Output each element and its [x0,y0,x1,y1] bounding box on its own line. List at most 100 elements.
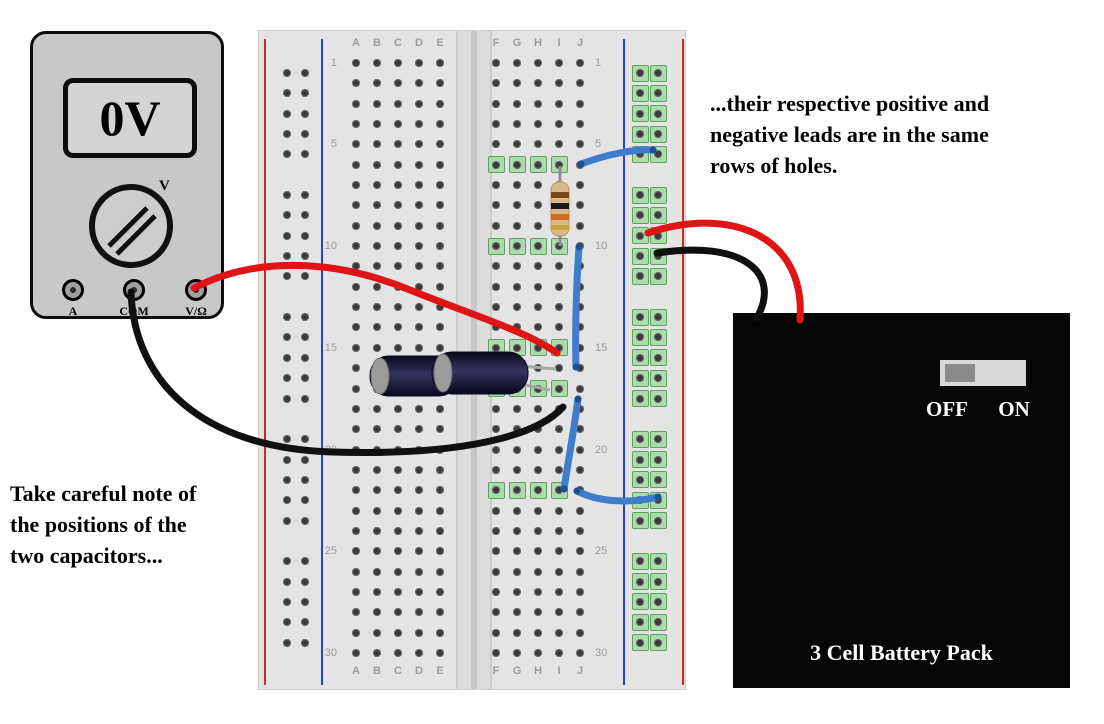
row-number-left: 25 [324,545,337,558]
breadboard-hole [352,404,360,413]
breadboard-hole [534,59,542,67]
breadboard-hole [534,99,542,108]
row-number-right: 25 [595,545,608,558]
breadboard-hole [555,364,563,373]
breadboard-hole [436,120,444,129]
right-rail-hole [636,618,644,627]
breadboard-hole [394,608,402,617]
breadboard-hole [394,242,402,251]
power-switch-slider[interactable] [945,364,975,382]
multimeter-dial-knob[interactable] [87,182,175,270]
battery-pack-label: 3 Cell Battery Pack [810,640,993,665]
breadboard-hole [534,323,542,332]
breadboard-hole [492,323,500,332]
breadboard-hole [513,567,521,576]
breadboard-hole [555,140,563,149]
breadboard-hole [436,140,444,149]
left-rail-hole [283,333,291,342]
terminal-com-jack[interactable] [123,279,145,301]
breadboard-hole [513,628,521,637]
breadboard-hole [492,649,500,657]
left-rail-hole [283,475,291,484]
breadboard-hole [534,425,542,434]
breadboard-hole [576,221,584,230]
breadboard-hole [513,445,521,454]
breadboard-hole [513,99,521,108]
row-number-left: 20 [324,443,337,456]
breadboard-hole [373,506,381,515]
breadboard-hole [534,201,542,210]
breadboard-hole [576,547,584,556]
right-rail-hole [654,130,662,139]
breadboard-hole [576,79,584,88]
column-label-top: B [373,37,381,49]
dial-voltage-label: V [159,178,170,194]
breadboard-hole [534,465,542,474]
breadboard-hole [352,262,360,271]
breadboard-hole [352,282,360,291]
breadboard-hole [576,608,584,617]
breadboard-hole [492,303,500,312]
breadboard-hole [373,384,381,393]
right-rail-hole [636,191,644,200]
breadboard-hole [352,242,360,251]
breadboard-hole [373,587,381,596]
breadboard-hole [352,120,360,129]
breadboard-hole [492,404,500,413]
left-rail-hole [301,557,309,566]
breadboard-hole [373,364,381,373]
breadboard-hole [373,608,381,617]
left-rail-hole [283,231,291,240]
breadboard-hole [492,506,500,515]
breadboard-hole [555,181,563,190]
battery-pack: OFF ON 3 Cell Battery Pack [733,313,1070,688]
right-rail-hole [636,394,644,403]
breadboard-hole [492,608,500,617]
breadboard-hole [436,608,444,617]
terminal-vohm-jack[interactable] [185,279,207,301]
breadboard-hole [492,201,500,210]
column-label-top: C [394,37,402,49]
power-switch[interactable] [940,360,1026,386]
breadboard-hole [436,587,444,596]
breadboard-hole [352,160,360,169]
breadboard-hole [436,506,444,515]
breadboard-hole [436,181,444,190]
row-number-left: 10 [324,240,337,253]
right-rail-hole [636,577,644,586]
breadboard-hole [576,649,584,657]
right-rail-hole [636,272,644,281]
column-label-bottom: H [534,665,542,677]
breadboard-hole [415,120,423,129]
left-rail-hole [301,516,309,525]
breadboard-hole [555,445,563,454]
breadboard-hole [394,425,402,434]
breadboard-hole [415,445,423,454]
breadboard-hole [513,608,521,617]
breadboard-hole [352,608,360,617]
breadboard-hole [394,221,402,230]
breadboard-hole [415,486,423,495]
left-rail-hole [301,333,309,342]
breadboard-hole [534,547,542,556]
left-rail-hole [283,252,291,261]
breadboard-hole [555,425,563,434]
breadboard-hole [436,79,444,88]
left-rail-hole [301,109,309,118]
breadboard-hole [492,343,500,352]
terminal-a-jack[interactable] [62,279,84,301]
breadboard-hole [513,221,521,230]
breadboard-hole [492,567,500,576]
breadboard-hole [352,526,360,535]
breadboard-hole [492,120,500,129]
left-rail-hole [283,353,291,362]
right-rail-hole [636,109,644,118]
breadboard-hole [576,526,584,535]
right-rail-hole [636,69,644,77]
breadboard-hole [555,303,563,312]
breadboard-hole [513,526,521,535]
left-rail-hole [283,130,291,139]
breadboard-hole [534,160,542,169]
breadboard-hole [555,649,563,657]
